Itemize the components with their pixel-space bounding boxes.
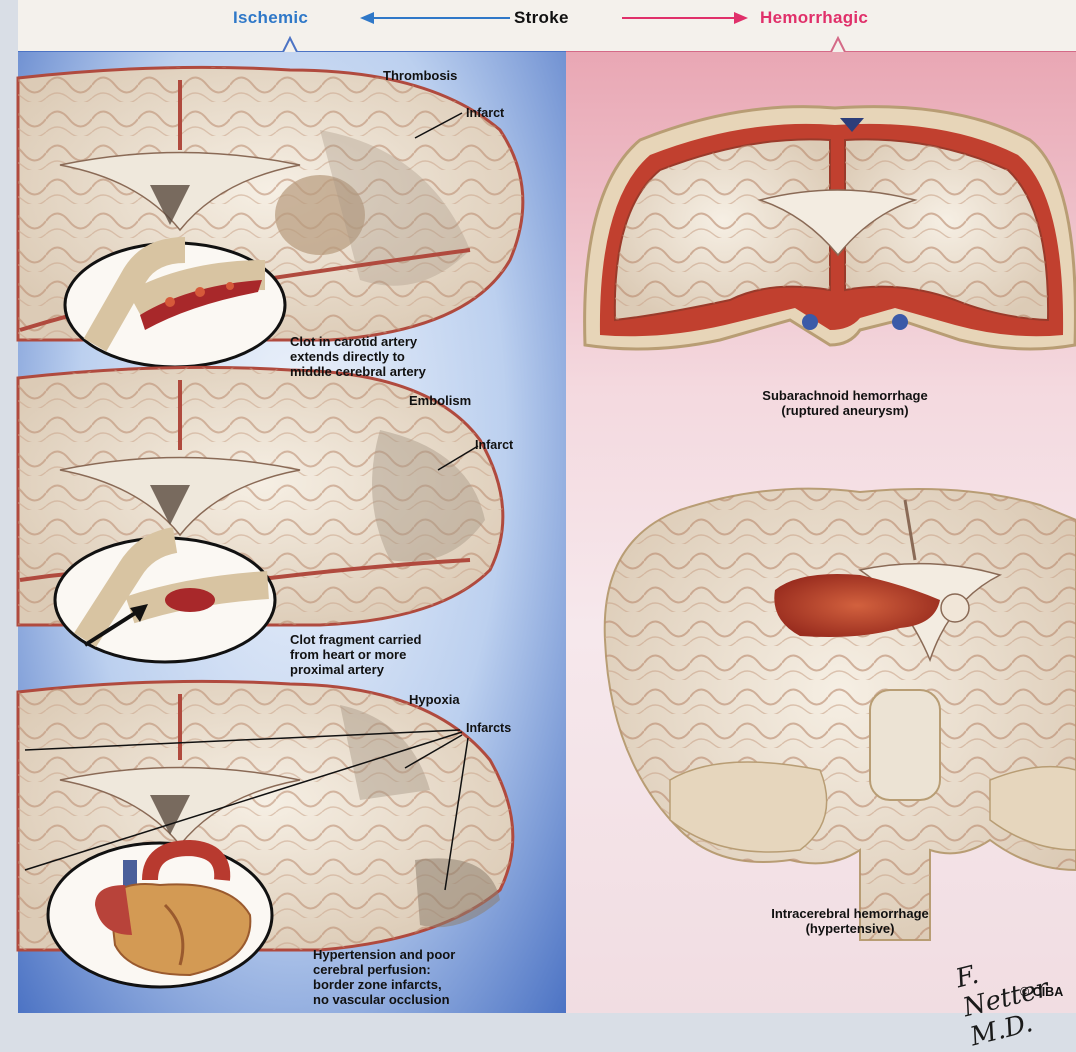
hypoxia-caption-line: Hypertension and poor	[313, 947, 455, 962]
thrombosis-title: Thrombosis	[383, 68, 457, 83]
thrombosis-caption: Clot in carotid artery extends directly …	[290, 334, 426, 379]
embolism-title: Embolism	[409, 393, 471, 408]
intracerebral-subtitle: (hypertensive)	[700, 921, 1000, 936]
hypoxia-heart-inset	[48, 843, 272, 987]
embolism-caption-line: proximal artery	[290, 662, 421, 677]
subarachnoid-title: Subarachnoid hemorrhage	[690, 388, 1000, 403]
intracerebral-caption: Intracerebral hemorrhage (hypertensive)	[700, 906, 1000, 936]
copyright-label: © CIBA	[1020, 985, 1063, 1000]
embolism-inset	[55, 538, 275, 662]
embolism-caption-line: Clot fragment carried	[290, 632, 421, 647]
embolism-caption-line: from heart or more	[290, 647, 421, 662]
subarachnoid-subtitle: (ruptured aneurysm)	[690, 403, 1000, 418]
subarachnoid-caption: Subarachnoid hemorrhage (ruptured aneury…	[690, 388, 1000, 418]
embolism-infarct-label: Infarct	[475, 438, 513, 453]
thrombosis-caption-line: extends directly to	[290, 349, 426, 364]
subarachnoid-brain	[585, 107, 1076, 349]
thrombosis-inset	[65, 243, 285, 367]
thrombosis-caption-line: middle cerebral artery	[290, 364, 426, 379]
embolus-clot	[165, 588, 215, 612]
intracerebral-title: Intracerebral hemorrhage	[700, 906, 1000, 921]
hypoxia-caption-line: border zone infarcts,	[313, 977, 455, 992]
brainstem	[870, 690, 940, 800]
hypoxia-caption: Hypertension and poor cerebral perfusion…	[313, 947, 455, 1007]
intracerebral-brain	[605, 489, 1076, 940]
hypoxia-title: Hypoxia	[409, 692, 460, 707]
thrombosis-caption-line: Clot in carotid artery	[290, 334, 426, 349]
hypoxia-caption-line: no vascular occlusion	[313, 992, 455, 1007]
embolism-caption: Clot fragment carried from heart or more…	[290, 632, 421, 677]
hypoxia-infarcts-label: Infarcts	[466, 721, 511, 736]
stroke-illustrations	[0, 0, 1076, 1013]
thrombosis-infarct-label: Infarct	[466, 106, 504, 121]
hypoxia-caption-line: cerebral perfusion:	[313, 962, 455, 977]
